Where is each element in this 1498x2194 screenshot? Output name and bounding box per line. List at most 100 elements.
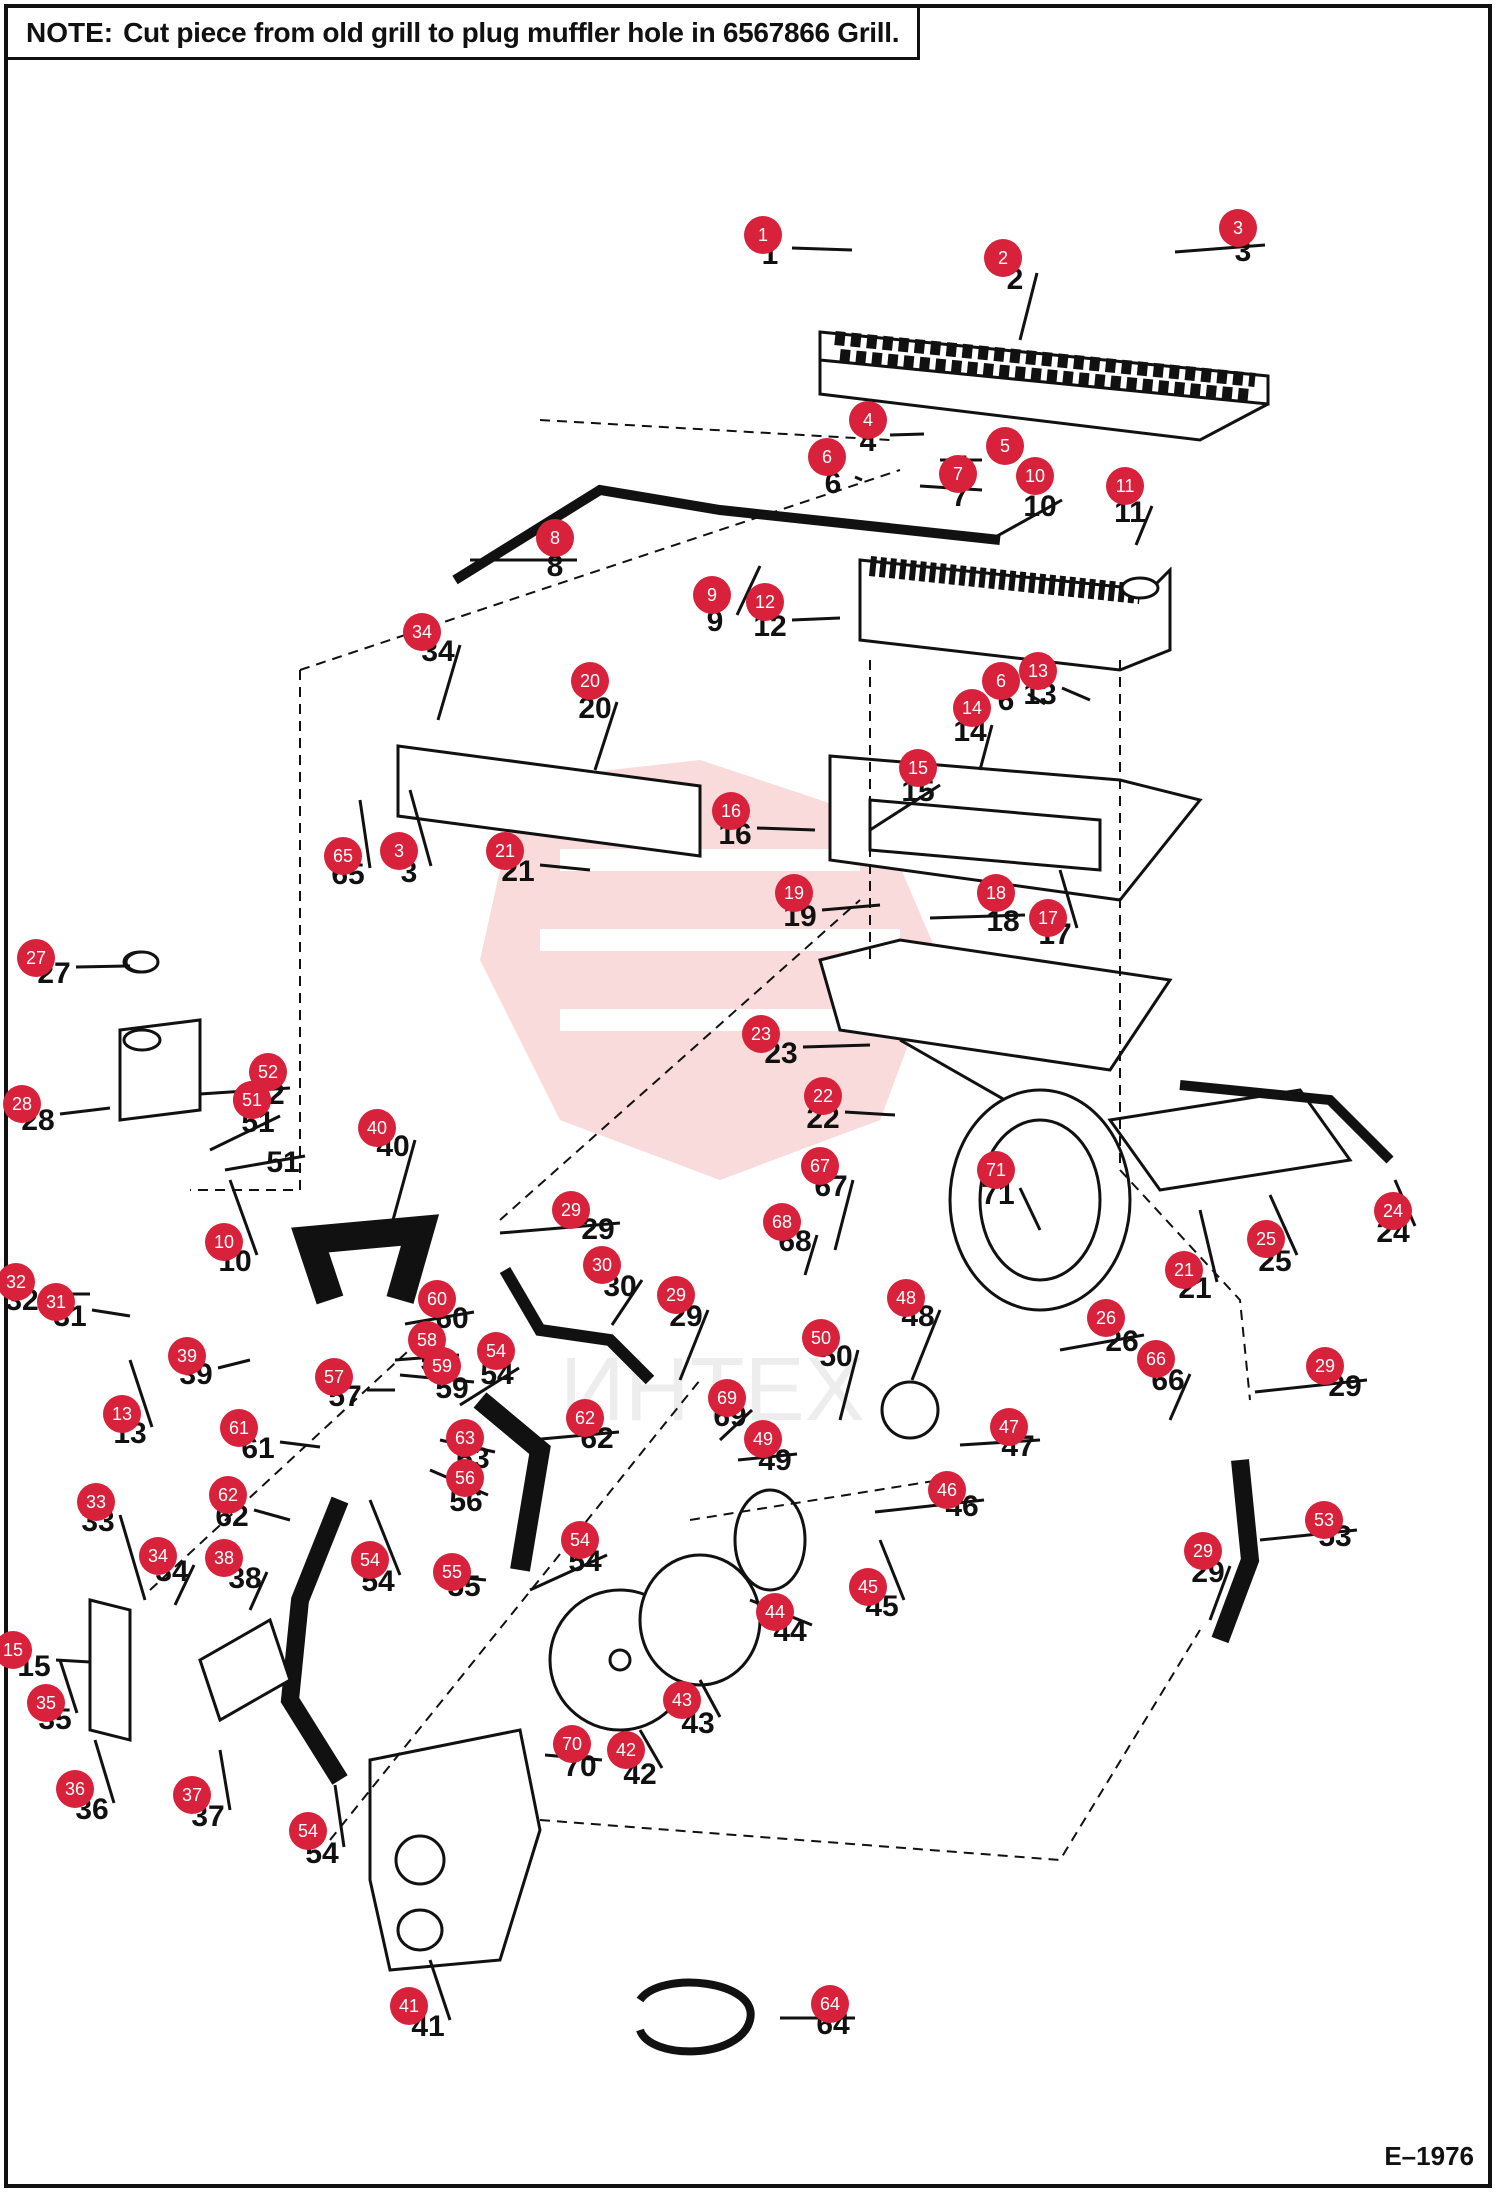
callout-badge[interactable] [763,1203,801,1241]
callout-badge[interactable] [1247,1220,1285,1258]
callout-badge[interactable] [571,662,609,700]
callout-badge[interactable] [712,792,750,830]
callout-badge-label: 20 [580,671,600,691]
callout-badge[interactable] [1305,1501,1343,1539]
callout-badge[interactable] [477,1332,515,1370]
callout-badge[interactable] [811,1985,849,2023]
callout-badge[interactable] [1016,457,1054,495]
callout-badge[interactable] [536,519,574,557]
callout-badge[interactable] [990,1408,1028,1446]
callout-badge[interactable] [744,1420,782,1458]
callout-badge[interactable] [775,874,813,912]
callout-badge[interactable] [977,1151,1015,1189]
callout-badge[interactable] [418,1280,456,1318]
callout-badge[interactable] [27,1684,65,1722]
callout-badge-label: 21 [495,841,515,861]
callout-badge[interactable] [403,613,441,651]
callout-badge[interactable] [663,1681,701,1719]
callout-6: 66 [982,662,1046,717]
callout-badge[interactable] [804,1077,842,1115]
callout-badge[interactable] [693,576,731,614]
callout-badge[interactable] [249,1053,287,1091]
callout-badge[interactable] [103,1395,141,1433]
callout-badge[interactable] [205,1539,243,1577]
callout-badge[interactable] [801,1147,839,1185]
callout-badge[interactable] [205,1223,243,1261]
callout-badge[interactable] [561,1521,599,1559]
callout-badge[interactable] [446,1459,484,1497]
callout-badge[interactable] [56,1770,94,1808]
callout-badge[interactable] [953,689,991,727]
callout-badge[interactable] [139,1537,177,1575]
callout-badge[interactable] [607,1731,645,1769]
callout-badge[interactable] [423,1347,461,1385]
callout-badge[interactable] [849,1568,887,1606]
callout-badge-label: 29 [1315,1356,1335,1376]
callout-badge[interactable] [1029,899,1067,937]
callout-badge[interactable] [802,1319,840,1357]
callout-badge[interactable] [583,1246,621,1284]
callout-badge[interactable] [1137,1340,1175,1378]
callout-badge[interactable] [657,1276,695,1314]
callout-badge[interactable] [1374,1192,1412,1230]
callout-badge[interactable] [0,1631,32,1669]
callout-badge[interactable] [390,1987,428,2025]
callout-badge[interactable] [233,1081,271,1119]
callout-badge[interactable] [3,1085,41,1123]
callout-badge[interactable] [77,1483,115,1521]
callout-badge[interactable] [982,662,1020,700]
callout-badge[interactable] [486,832,524,870]
callout-badge[interactable] [168,1337,206,1375]
callout-badge[interactable] [744,216,782,254]
callout-badge[interactable] [746,583,784,621]
callout-badge[interactable] [351,1541,389,1579]
callout-badge[interactable] [380,832,418,870]
callout-badge[interactable] [756,1593,794,1631]
callout-badge[interactable] [928,1471,966,1509]
callout-badge[interactable] [446,1419,484,1457]
callout-badge[interactable] [0,1263,35,1301]
callout-badge-label: 24 [1383,1201,1403,1221]
callout-leader-line [209,1114,281,1152]
callout-badge[interactable] [220,1409,258,1447]
callout-badge-label: 16 [721,801,741,821]
callout-badge[interactable] [1184,1532,1222,1570]
callout-badge[interactable] [324,837,362,875]
callout-badge[interactable] [1019,652,1057,690]
callout-leader-line [638,1729,664,1769]
callout-badge[interactable] [887,1279,925,1317]
callout-badge[interactable] [315,1358,353,1396]
callout-leader-line [529,1430,620,1442]
callout-badge-label: 4 [863,410,873,430]
callout-badge[interactable] [289,1812,327,1850]
callout-badge[interactable] [977,874,1015,912]
callout-badge[interactable] [984,239,1022,277]
callout-badge[interactable] [1306,1347,1344,1385]
callout-badge[interactable] [708,1379,746,1417]
callout-badge[interactable] [552,1191,590,1229]
callout-badge[interactable] [209,1476,247,1514]
callout-badge[interactable] [358,1109,396,1147]
callout-badge[interactable] [899,749,937,787]
callout-badge-label: 32 [6,1272,26,1292]
callout-badge[interactable] [849,401,887,439]
callout-badge[interactable] [173,1776,211,1814]
callout-badge[interactable] [17,939,55,977]
callout-badge[interactable] [1165,1251,1203,1289]
callout-badge[interactable] [986,427,1024,465]
callout-badge[interactable] [1106,467,1144,505]
callout-badge[interactable] [37,1283,75,1321]
callout-badge[interactable] [1087,1299,1125,1337]
callout-badge[interactable] [742,1015,780,1053]
callout-badge[interactable] [433,1553,471,1591]
callout-badge[interactable] [808,438,846,476]
callout-badge[interactable] [1219,209,1257,247]
callout-badge-label: 61 [229,1418,249,1438]
callout-badge[interactable] [939,455,977,493]
callout-badge[interactable] [566,1399,604,1437]
callout-badge[interactable] [553,1725,591,1763]
